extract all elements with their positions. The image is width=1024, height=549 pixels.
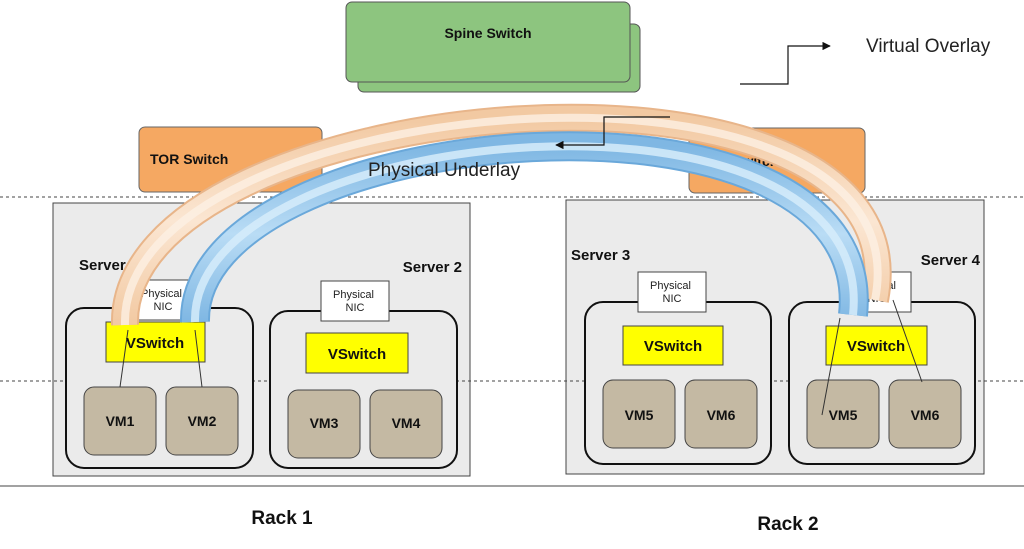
server-1-vm-2-label: VM2 bbox=[188, 413, 217, 429]
server-2-nic-label: Physical NIC bbox=[333, 289, 377, 314]
spine-switch-front bbox=[345, 1, 631, 83]
server-2-nic-text: Physical bbox=[333, 289, 374, 301]
overlay-pointer-arrow bbox=[740, 41, 831, 85]
spine-switch-label: Spine Switch bbox=[444, 25, 531, 41]
server-1-nic-label: Physical NIC bbox=[141, 288, 185, 313]
server-2-vswitch-label: VSwitch bbox=[328, 346, 386, 363]
server-3-vm-2-label: VM6 bbox=[707, 407, 736, 423]
underlay-tube-highlight bbox=[190, 142, 858, 323]
server-1-vswitch bbox=[105, 321, 206, 363]
physical-underlay-label: Physical Underlay bbox=[368, 160, 521, 181]
nic-text-line-2: NIC bbox=[346, 302, 365, 314]
server-3-vm-1 bbox=[602, 379, 676, 449]
server-4-vm-1-label: VM5 bbox=[829, 407, 858, 423]
server-4-vswitch-label: VSwitch bbox=[847, 338, 905, 355]
server-2: Server 2 Physical NIC VSwitch VM3 VM4 bbox=[269, 259, 462, 469]
physical-underlay-tunnel bbox=[179, 131, 869, 323]
vm1-link bbox=[119, 329, 129, 388]
server-1-vswitch-label: VSwitch bbox=[126, 335, 184, 352]
vm2-link bbox=[194, 329, 203, 388]
spine-switch: Spine Switch bbox=[345, 1, 641, 93]
rack-1-label: Rack 1 bbox=[251, 508, 313, 529]
server-1-label: Server 1 bbox=[79, 257, 138, 274]
server-3-nic bbox=[637, 271, 707, 313]
server-2-vm-1-label: VM3 bbox=[310, 415, 339, 431]
server4-vm6-link bbox=[892, 299, 923, 383]
rack-2-label: Rack 2 bbox=[757, 514, 818, 535]
server-2-vm-2 bbox=[369, 389, 443, 459]
server-4-vswitch bbox=[825, 325, 928, 366]
server-3-label: Server 3 bbox=[571, 247, 630, 264]
server-1-nic-text: Physical bbox=[141, 288, 182, 300]
server-1-vm-1-label: VM1 bbox=[106, 413, 135, 429]
overlay-tube-highlight bbox=[120, 113, 882, 326]
nic-text-line-2: NIC bbox=[154, 301, 173, 313]
server-3: Server 3 Physical NIC VSwitch VM5 VM6 bbox=[571, 247, 772, 465]
server-2-vm-1 bbox=[287, 389, 361, 459]
server-2-nic bbox=[320, 280, 390, 322]
server-3-vswitch bbox=[622, 325, 724, 366]
virtual-overlay-tunnel bbox=[110, 103, 892, 326]
server-4-vm-2 bbox=[888, 379, 962, 449]
server-3-vm-2 bbox=[684, 379, 758, 449]
server-2-vm-2-label: VM4 bbox=[392, 415, 421, 431]
server-3-vswitch-label: VSwitch bbox=[644, 338, 702, 355]
virtual-overlay-label: Virtual Overlay bbox=[866, 36, 991, 57]
server-2-vswitch bbox=[305, 332, 409, 374]
tor-switch-left-label: TOR Switch bbox=[150, 151, 228, 167]
server-4-vm-2-label: VM6 bbox=[911, 407, 940, 423]
server-3-nic-label: Physical NIC bbox=[650, 280, 694, 305]
server-3-vm-1-label: VM5 bbox=[625, 407, 654, 423]
server-2-label: Server 2 bbox=[403, 259, 462, 276]
nic-text-line-2: NIC bbox=[663, 293, 682, 305]
underlay-pointer-arrow bbox=[555, 116, 670, 150]
server4-vm5-link bbox=[821, 317, 841, 416]
server-3-nic-text: Physical bbox=[650, 280, 691, 292]
server-4-label: Server 4 bbox=[921, 252, 981, 269]
